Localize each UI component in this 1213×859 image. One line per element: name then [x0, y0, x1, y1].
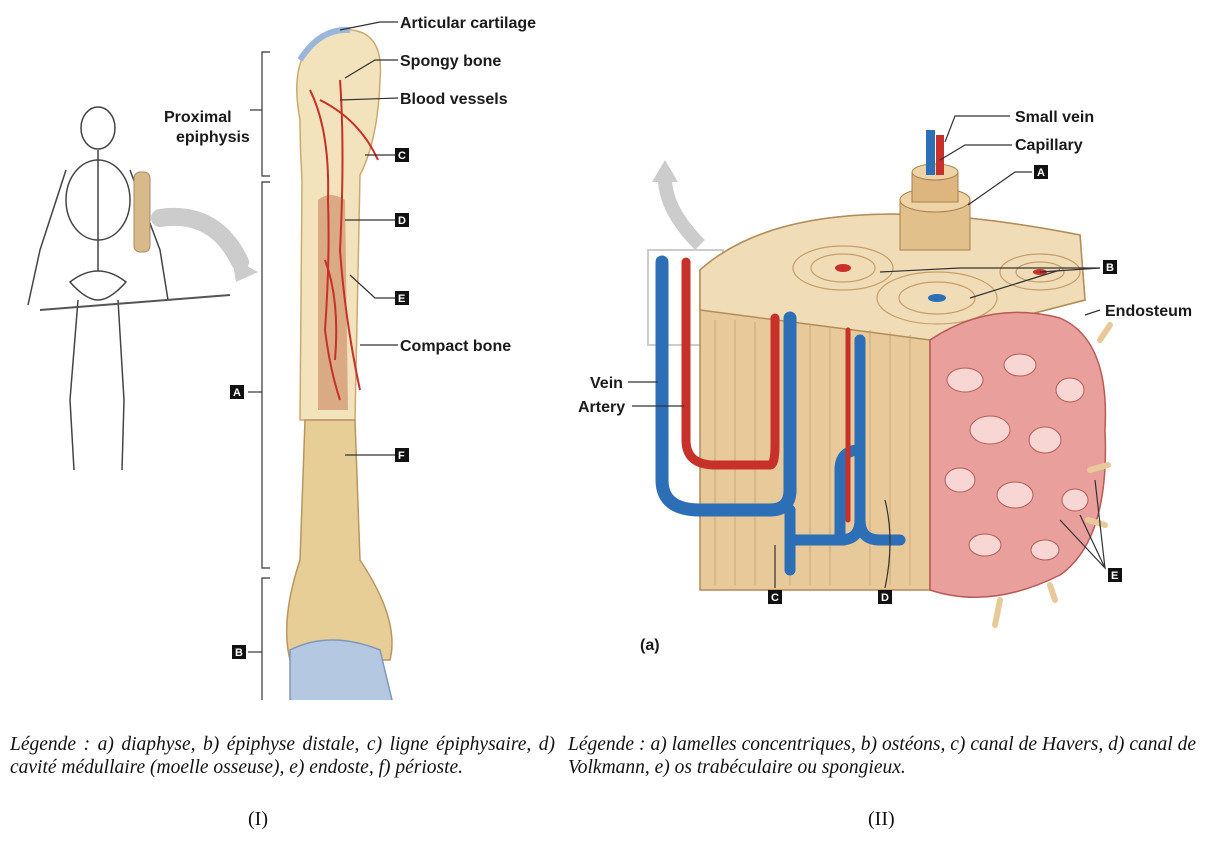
figure2-number: (II) [868, 808, 895, 831]
figure-canvas: Articular cartilage Spongy bone Blood ve… [0, 0, 1213, 700]
distal-cartilage [290, 640, 392, 700]
fig1-marker-f: F [395, 448, 409, 462]
label-capillary: Capillary [1015, 137, 1083, 154]
fig2-marker-e: E [1108, 568, 1122, 582]
label-spongy-bone: Spongy bone [400, 53, 501, 70]
figure1-caption: Légende : a) diaphyse, b) épiphyse dista… [10, 733, 555, 779]
fig2-marker-d: D [878, 590, 892, 604]
label-artery: Artery [578, 399, 625, 416]
osteon-canal [928, 294, 946, 302]
label-vein: Vein [590, 375, 623, 392]
svg-text:E: E [398, 293, 405, 305]
figure1-number: (I) [248, 808, 268, 831]
label-blood-vessels: Blood vessels [400, 91, 508, 108]
fig1-marker-c: C [395, 148, 409, 162]
zoom-arrow [160, 217, 240, 262]
label-compact-bone: Compact bone [400, 338, 511, 355]
svg-text:C: C [771, 592, 779, 604]
skeleton-illustration [28, 107, 230, 470]
svg-text:A: A [1037, 167, 1045, 179]
fig2-zoom-arrowhead [652, 160, 678, 182]
svg-text:D: D [398, 215, 406, 227]
fig1-marker-b: B [232, 645, 246, 659]
svg-text:E: E [1111, 570, 1118, 582]
label-panel-a: (a) [640, 637, 660, 654]
label-proximal: Proximal [164, 109, 232, 126]
fig2-marker-c: C [768, 590, 782, 604]
fig1-marker-d: D [395, 213, 409, 227]
osteon-canal [835, 264, 851, 272]
fig2-zoom-arrow [665, 178, 700, 245]
fig2-marker-a: A [1034, 165, 1048, 179]
svg-text:B: B [1106, 262, 1114, 274]
svg-text:D: D [881, 592, 889, 604]
humerus-bone [287, 30, 392, 700]
region-brackets [248, 52, 270, 700]
label-small-vein: Small vein [1015, 109, 1094, 126]
svg-text:C: C [398, 150, 406, 162]
svg-text:F: F [398, 450, 405, 462]
fig1-marker-e: E [395, 291, 409, 305]
label-endosteum: Endosteum [1105, 303, 1192, 320]
highlighted-humerus [134, 172, 150, 252]
spongy-bone [930, 312, 1110, 625]
fig1-marker-a: A [230, 385, 244, 399]
svg-text:A: A [233, 387, 241, 399]
label-articular-cartilage: Articular cartilage [400, 15, 536, 32]
svg-text:B: B [235, 647, 243, 659]
fig2-marker-b: B [1103, 260, 1117, 274]
label-epiphysis: epiphysis [176, 129, 250, 146]
figure2-caption: Légende : a) lamelles concentriques, b) … [568, 733, 1196, 779]
